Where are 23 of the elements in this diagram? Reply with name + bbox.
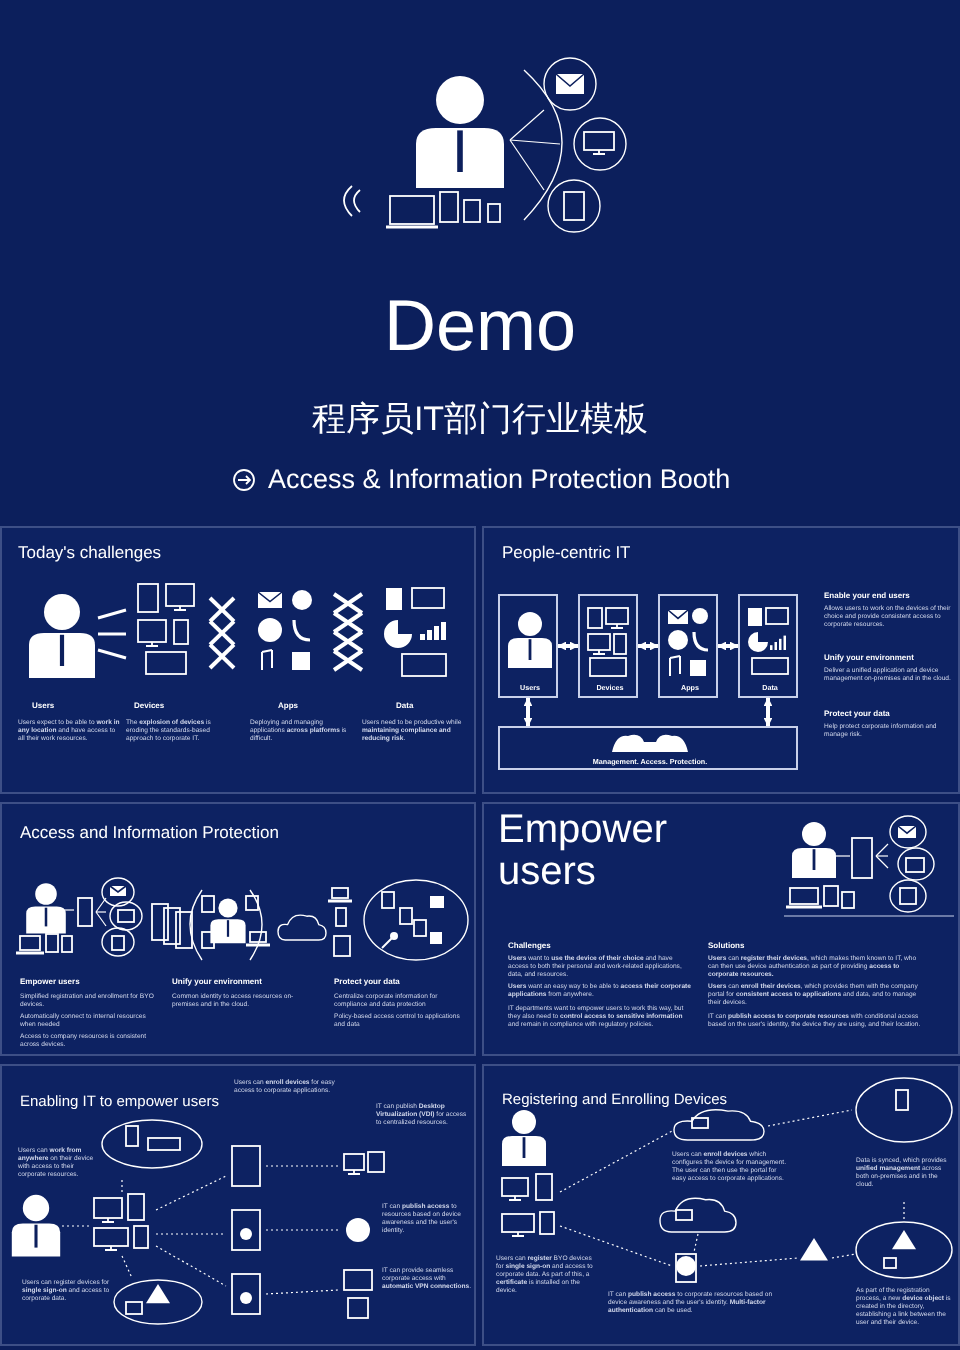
slide-heading: Access and Information Protection: [20, 822, 281, 842]
slide-panel: [0, 802, 476, 1056]
double-arrow: [637, 641, 659, 651]
slide-panel: [0, 1064, 476, 1346]
slide-panel: [0, 526, 476, 794]
category-box: [498, 594, 558, 698]
double-arrow: [763, 697, 773, 727]
slide-panel: [482, 1064, 960, 1346]
slide-heading: Empower users: [498, 810, 669, 894]
subtitle: 程序员IT部门行业模板: [311, 398, 649, 442]
double-arrow: [717, 641, 739, 651]
slide-heading: Today's challenges: [18, 542, 164, 562]
category-box: [658, 594, 718, 698]
category-box: [578, 594, 638, 698]
slide-panel: [482, 526, 960, 794]
slide-heading: People-centric IT: [502, 542, 633, 562]
title: Demo: [383, 284, 577, 368]
double-arrow: [523, 697, 533, 727]
slide-panel: [482, 802, 960, 1056]
management-bar: [498, 726, 798, 770]
tagline: Access & Information Protection Booth: [268, 464, 731, 494]
category-box: [738, 594, 798, 698]
double-arrow: [557, 641, 579, 651]
